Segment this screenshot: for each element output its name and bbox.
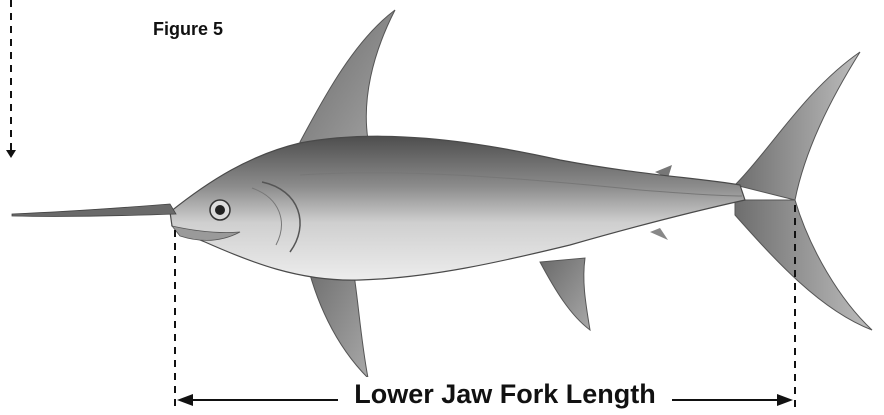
anal-fin xyxy=(540,258,590,330)
sword-bill xyxy=(12,204,176,216)
top-left-arrowhead xyxy=(6,150,16,158)
measurement-label: Lower Jaw Fork Length xyxy=(340,377,670,411)
fish-body xyxy=(170,136,745,280)
eye-pupil xyxy=(215,205,225,215)
tail-fin-lower xyxy=(735,200,872,330)
tail-fin-upper xyxy=(735,52,860,200)
arrow-right-icon xyxy=(777,394,793,406)
arrow-left-icon xyxy=(177,394,193,406)
figure-caption: Figure 5 xyxy=(153,19,223,40)
second-anal-finlet xyxy=(650,228,668,240)
